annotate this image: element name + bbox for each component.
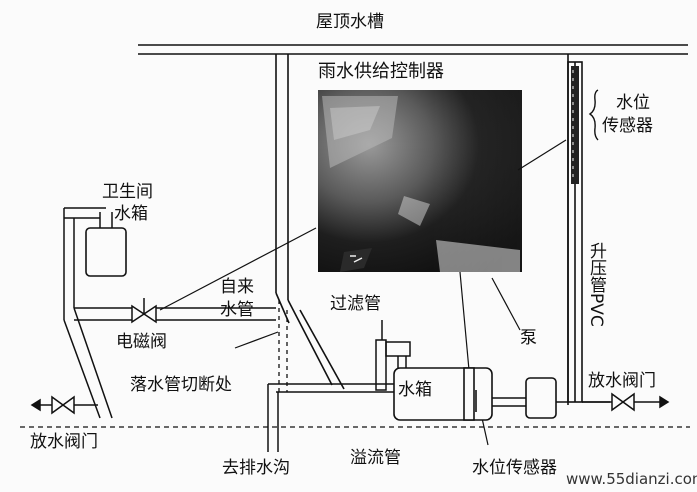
tap-water-label-line1: 自来 [220, 277, 254, 297]
filter-pipe-label: 过滤管 [330, 294, 381, 314]
pressure-pipe-label: 升压管PVC [586, 242, 606, 327]
drain-valve-left-label: 放水阀门 [30, 432, 98, 452]
water-tank-label: 水箱 [398, 380, 432, 400]
roof-gutter [138, 44, 688, 55]
roof-gutter-label: 屋顶水槽 [316, 12, 384, 32]
level-sensor-rod [571, 66, 579, 184]
downpipe-dashed [278, 300, 288, 392]
drain-valve-right-label: 放水阀门 [588, 371, 656, 391]
water-level-sensor-bottom-label: 水位传感器 [472, 458, 557, 478]
tap-water-label-line2: 水管 [220, 300, 254, 320]
bathroom-tank-label-line2: 水箱 [114, 204, 148, 224]
filter-pipe [375, 320, 411, 391]
solenoid-valve-label: 电磁阀 [116, 332, 167, 352]
cut-point-label: 落水管切断处 [130, 375, 232, 395]
water-level-sensor-label-line1: 水位 [616, 93, 650, 113]
pump-label: 泵 [520, 328, 537, 348]
overflow-pipe-label: 溢流管 [350, 448, 401, 468]
bathroom-tank [85, 227, 127, 277]
water-level-sensor-label-line2: 传感器 [602, 116, 653, 136]
solenoid-valve [131, 298, 157, 324]
sensor-bracket [588, 89, 599, 141]
water-tank [393, 367, 493, 421]
bathroom-tank-label-line1: 卫生间 [102, 182, 153, 202]
bathroom-pipe-loop [63, 207, 276, 419]
drain-valve-right [582, 392, 670, 412]
drain-valve-left [30, 395, 98, 415]
rain-controller-photo [318, 90, 522, 272]
rain-controller-label: 雨水供给控制器 [318, 61, 444, 82]
ditch-pipe [267, 383, 394, 452]
watermark: www.55dianzi.com [566, 470, 697, 488]
to-ditch-label: 去排水沟 [222, 458, 290, 478]
pump [492, 377, 557, 419]
